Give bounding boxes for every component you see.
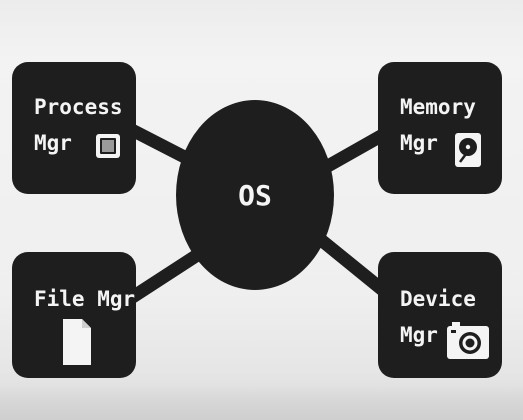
processor-chip-icon bbox=[96, 134, 120, 158]
device-manager-node: Device Mgr bbox=[378, 252, 502, 378]
process-manager-label-line2: Mgr bbox=[34, 131, 72, 155]
memory-manager-label-line2: Mgr bbox=[400, 131, 438, 155]
memory-manager-label-line1: Memory bbox=[400, 95, 476, 119]
hard-disk-icon bbox=[455, 133, 481, 167]
device-manager-label-line2: Mgr bbox=[400, 323, 438, 347]
background-shade bbox=[0, 0, 523, 60]
device-manager-label-line1: Device bbox=[400, 287, 476, 311]
process-manager-label-line1: Process bbox=[34, 95, 123, 119]
document-icon bbox=[63, 319, 91, 365]
process-manager-node: Process Mgr bbox=[12, 62, 136, 194]
file-manager-label: File Mgr bbox=[34, 287, 136, 311]
camera-icon bbox=[447, 322, 489, 359]
bottom-fade bbox=[0, 385, 523, 420]
connector-file bbox=[121, 243, 212, 307]
memory-manager-node: Memory Mgr bbox=[378, 62, 502, 194]
file-manager-node: File Mgr bbox=[12, 252, 136, 378]
os-label: OS bbox=[238, 178, 272, 212]
os-node: OS bbox=[176, 100, 334, 290]
